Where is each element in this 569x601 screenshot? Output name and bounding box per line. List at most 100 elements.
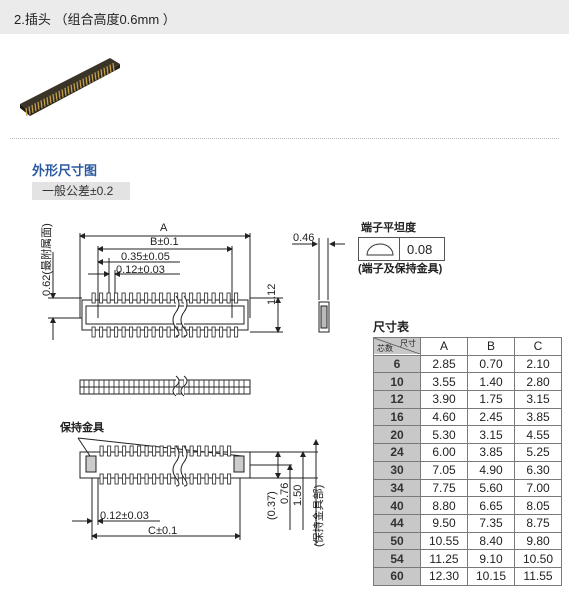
page-title: 2.插头 （组合高度0.6mm ） bbox=[14, 12, 176, 27]
value-c-cell: 4.55 bbox=[514, 425, 562, 445]
flatness-title: 端子平坦度 bbox=[361, 220, 417, 234]
value-a-cell: 7.05 bbox=[420, 460, 468, 480]
corner-top-label: 尺寸 bbox=[400, 339, 416, 349]
pin-count-cell: 54 bbox=[373, 549, 421, 568]
value-c-cell: 2.80 bbox=[514, 372, 562, 392]
value-a-cell: 6.00 bbox=[420, 443, 468, 462]
pin-count-cell: 12 bbox=[373, 390, 421, 409]
value-b-cell: 2.45 bbox=[467, 407, 515, 427]
dim-076: 0.76 bbox=[279, 483, 291, 504]
dim-037: (0.37) bbox=[266, 491, 278, 520]
flatness-box: 0.08 bbox=[358, 237, 445, 261]
value-b-cell: 8.40 bbox=[467, 531, 515, 551]
pin-count-cell: 16 bbox=[373, 407, 421, 427]
bottom-view bbox=[72, 437, 319, 545]
value-a-cell: 12.30 bbox=[420, 566, 468, 586]
value-c-cell: 11.55 bbox=[514, 566, 562, 586]
dim-pitch: 0.35±0.05 bbox=[121, 251, 170, 263]
value-a-cell: 7.75 bbox=[420, 478, 468, 498]
pin-count-cell: 20 bbox=[373, 425, 421, 445]
section-divider bbox=[10, 138, 559, 139]
value-c-cell: 7.00 bbox=[514, 478, 562, 498]
section-title: 外形尺寸图 bbox=[32, 163, 98, 178]
holder-label: 保持金具 bbox=[59, 420, 104, 434]
dim-112: 1.12 bbox=[266, 284, 278, 305]
value-c-cell: 8.05 bbox=[514, 496, 562, 515]
table-title: 尺寸表 bbox=[373, 320, 410, 334]
value-b-cell: 9.10 bbox=[467, 549, 515, 568]
value-a-cell: 5.30 bbox=[420, 425, 468, 445]
pin-count-cell: 40 bbox=[373, 496, 421, 515]
dim-holder-part: (保持金具部) bbox=[311, 485, 325, 547]
value-a-cell: 2.85 bbox=[420, 354, 468, 374]
top-view bbox=[48, 233, 283, 340]
table-corner: 尺寸 芯数 bbox=[373, 337, 421, 356]
value-b-cell: 7.35 bbox=[467, 513, 515, 533]
pin-count-cell: 60 bbox=[373, 566, 421, 586]
dim-width-top: 0.12±0.03 bbox=[116, 264, 165, 276]
value-a-cell: 10.55 bbox=[420, 531, 468, 551]
pin-count-cell: 30 bbox=[373, 460, 421, 480]
value-b-cell: 3.85 bbox=[467, 443, 515, 462]
dim-062: 0.62(最附属面) bbox=[39, 223, 53, 296]
flatness-value: 0.08 bbox=[407, 242, 433, 257]
value-c-cell: 10.50 bbox=[514, 549, 562, 568]
pin-count-cell: 24 bbox=[373, 443, 421, 462]
tolerance-note: 一般公差±0.2 bbox=[32, 182, 130, 200]
dim-c: C±0.1 bbox=[148, 525, 177, 537]
value-c-cell: 8.75 bbox=[514, 513, 562, 533]
value-a-cell: 8.80 bbox=[420, 496, 468, 515]
value-b-cell: 3.15 bbox=[467, 425, 515, 445]
column-header-a: A bbox=[420, 337, 468, 356]
value-b-cell: 1.40 bbox=[467, 372, 515, 392]
value-a-cell: 4.60 bbox=[420, 407, 468, 427]
flatness-note: (端子及保持金具) bbox=[358, 261, 443, 275]
flatness-symbol-icon bbox=[366, 243, 394, 256]
profile-view bbox=[79, 375, 251, 397]
header-bar: 2.插头 （组合高度0.6mm ） bbox=[0, 0, 569, 34]
value-c-cell: 3.85 bbox=[514, 407, 562, 427]
value-b-cell: 1.75 bbox=[467, 390, 515, 409]
value-a-cell: 3.90 bbox=[420, 390, 468, 409]
pin-count-cell: 34 bbox=[373, 478, 421, 498]
pin-count-cell: 10 bbox=[373, 372, 421, 392]
dim-width-bottom: 0.12±0.03 bbox=[100, 510, 149, 522]
value-c-cell: 2.10 bbox=[514, 354, 562, 374]
value-b-cell: 6.65 bbox=[467, 496, 515, 515]
value-a-cell: 9.50 bbox=[420, 513, 468, 533]
flatness-separator bbox=[399, 238, 400, 260]
pin-count-cell: 44 bbox=[373, 513, 421, 533]
corner-bottom-label: 芯数 bbox=[377, 344, 393, 354]
value-c-cell: 3.15 bbox=[514, 390, 562, 409]
value-b-cell: 10.15 bbox=[467, 566, 515, 586]
table-header-row: 尺寸 芯数 A B C bbox=[373, 337, 562, 356]
value-c-cell: 6.30 bbox=[514, 460, 562, 480]
column-header-b: B bbox=[467, 337, 515, 356]
value-a-cell: 11.25 bbox=[420, 549, 468, 568]
pin-count-cell: 50 bbox=[373, 531, 421, 551]
value-c-cell: 5.25 bbox=[514, 443, 562, 462]
side-view bbox=[292, 238, 345, 333]
value-b-cell: 4.90 bbox=[467, 460, 515, 480]
pin-count-cell: 6 bbox=[373, 354, 421, 374]
corner-diagonal bbox=[374, 338, 420, 355]
product-photo bbox=[20, 58, 120, 117]
dim-046: 0.46 bbox=[293, 232, 314, 244]
dim-b: B±0.1 bbox=[150, 236, 179, 248]
value-b-cell: 0.70 bbox=[467, 354, 515, 374]
value-c-cell: 9.80 bbox=[514, 531, 562, 551]
